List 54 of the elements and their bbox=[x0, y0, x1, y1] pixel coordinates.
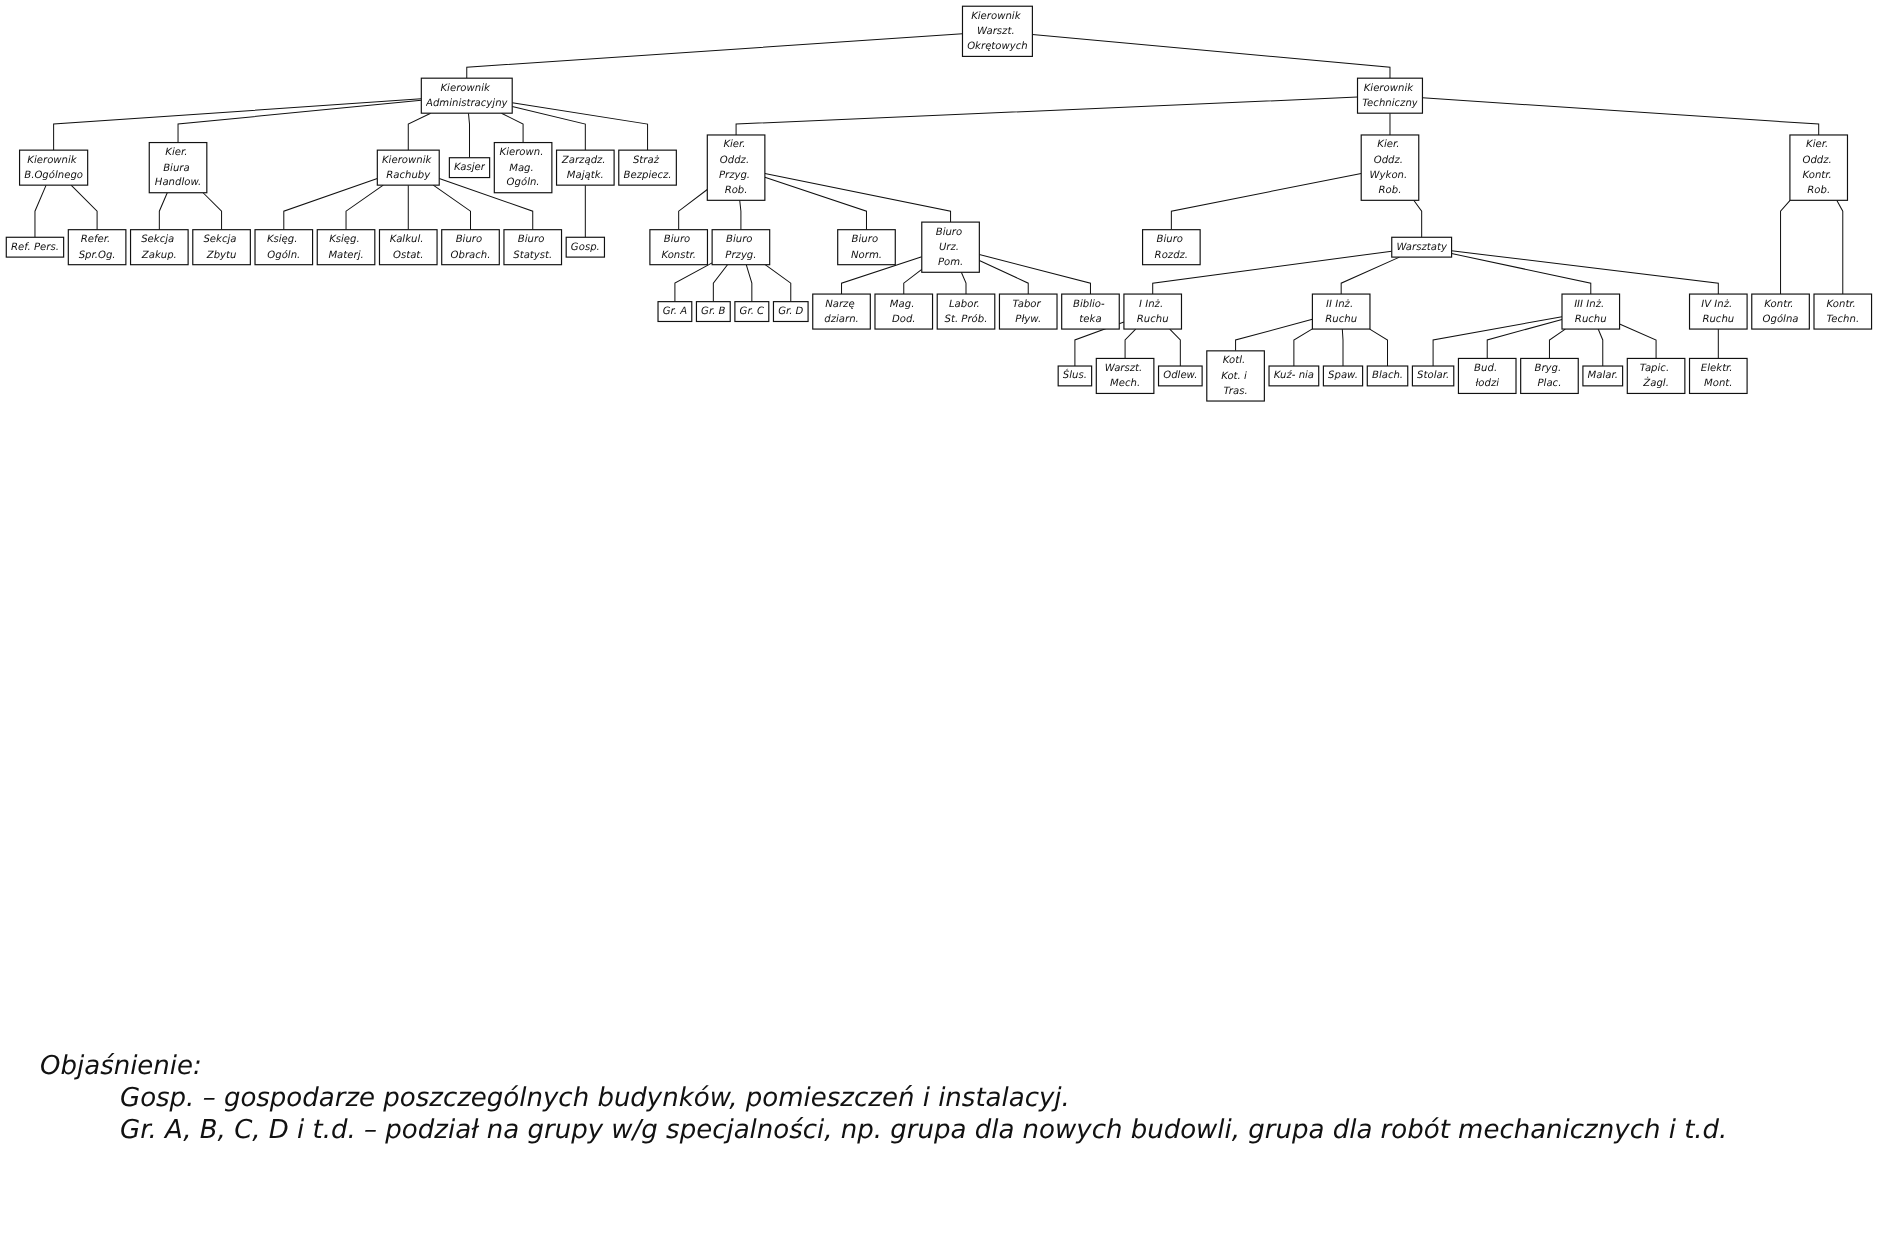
connector bbox=[468, 112, 471, 159]
connector bbox=[511, 102, 649, 151]
connector bbox=[1836, 199, 1844, 295]
connector bbox=[466, 33, 964, 79]
connector bbox=[70, 184, 98, 231]
connector bbox=[1235, 318, 1313, 352]
connector bbox=[978, 260, 1029, 295]
connector bbox=[1619, 323, 1657, 359]
connector bbox=[960, 271, 967, 295]
connector bbox=[764, 176, 868, 231]
connector bbox=[1597, 328, 1604, 367]
connector bbox=[202, 192, 223, 231]
connector bbox=[1152, 250, 1393, 295]
connector bbox=[1451, 253, 1592, 295]
connector bbox=[1486, 318, 1563, 359]
connector bbox=[978, 254, 1092, 295]
connector bbox=[739, 199, 742, 231]
connector bbox=[1451, 250, 1719, 295]
connector bbox=[345, 184, 384, 231]
connector bbox=[158, 192, 168, 231]
connector bbox=[53, 98, 422, 151]
connector bbox=[1169, 328, 1181, 367]
connector bbox=[1432, 316, 1563, 367]
connector bbox=[177, 99, 422, 144]
connector bbox=[678, 189, 708, 231]
connector bbox=[1031, 34, 1391, 79]
connector bbox=[438, 177, 534, 231]
note-text: Gr. A, B, C, D i t.d. – podział na grupy w/g specjalności, np. grupa dla nowych budowli, grupa dla robót mechanicznych i t.d. bbox=[118, 1116, 1730, 1146]
connector bbox=[1549, 328, 1566, 359]
connector bbox=[283, 177, 378, 231]
connector bbox=[735, 96, 1359, 136]
connector bbox=[1780, 199, 1791, 295]
connector bbox=[1340, 256, 1401, 295]
connector bbox=[1124, 328, 1137, 359]
connector bbox=[1422, 97, 1820, 136]
connector bbox=[1389, 112, 1391, 136]
connector bbox=[584, 184, 586, 238]
connector bbox=[1717, 328, 1719, 359]
connector bbox=[903, 268, 923, 295]
connector bbox=[841, 256, 923, 295]
connector bbox=[764, 264, 792, 303]
connector bbox=[712, 264, 729, 303]
connector bbox=[1413, 199, 1423, 238]
connector bbox=[764, 173, 952, 223]
connector bbox=[432, 184, 472, 231]
connector bbox=[34, 184, 47, 238]
note-text: Gosp. – gospodarze poszczególnych budynków, pomieszczeń i instalacyj. bbox=[118, 1084, 1072, 1114]
connector bbox=[1170, 172, 1362, 231]
legend-heading: Objaśnienie: bbox=[40, 1052, 204, 1082]
connector bbox=[511, 106, 586, 151]
connector bbox=[1341, 328, 1344, 367]
connector bbox=[674, 262, 713, 303]
connector bbox=[407, 184, 409, 231]
connector bbox=[745, 264, 753, 303]
